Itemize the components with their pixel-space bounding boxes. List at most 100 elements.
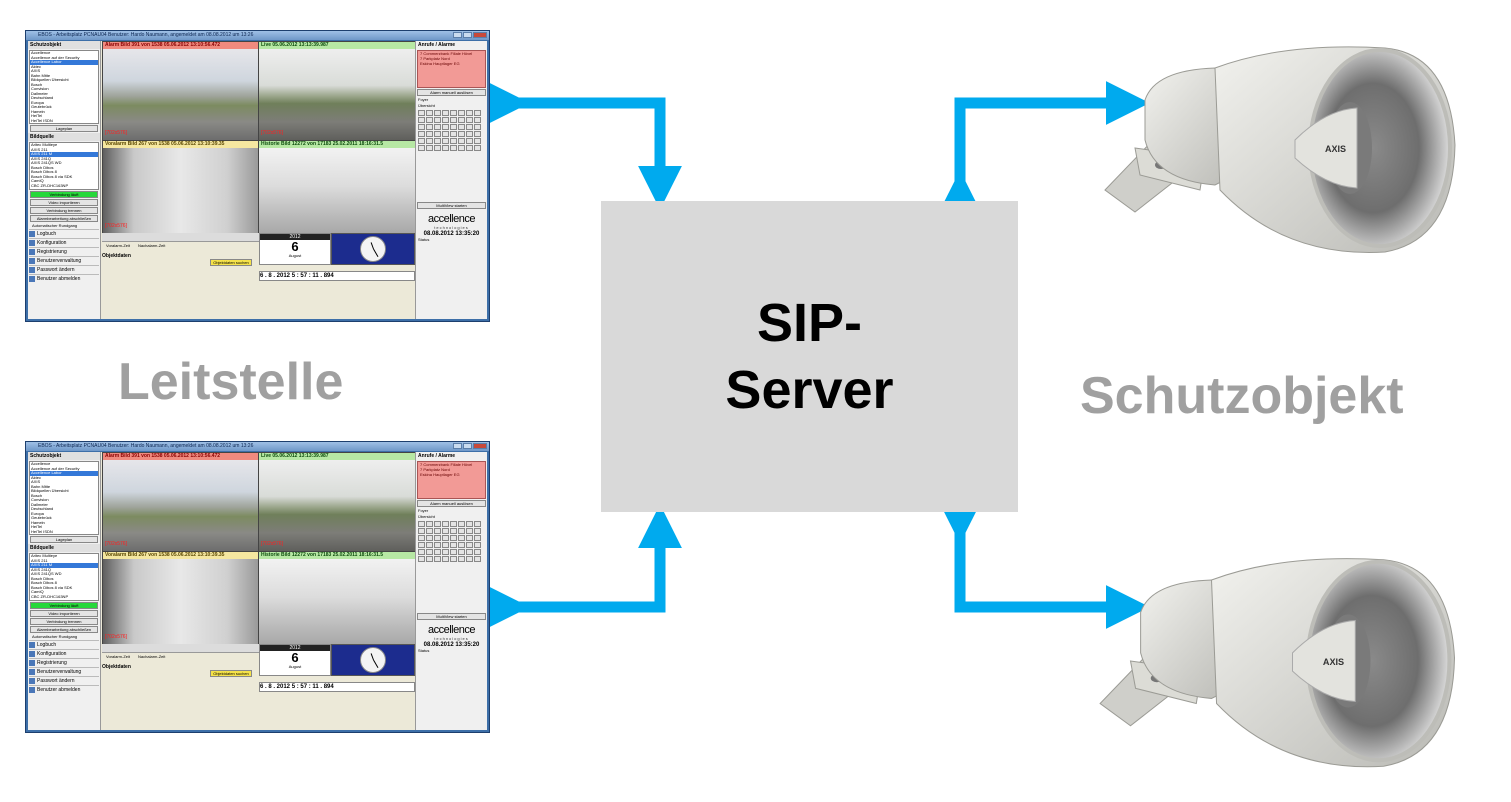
finish-alarm-button[interactable]: Alarmbearbeitung abschließen — [30, 215, 98, 222]
list-item[interactable]: AXIS 211 — [31, 557, 48, 563]
list-item[interactable]: Deutschland — [31, 95, 54, 100]
list-item[interactable]: Accellence auf der Security — [31, 465, 80, 471]
list-item[interactable]: Accellence — [31, 50, 51, 55]
list-item[interactable]: AXIS 211 M — [30, 151, 98, 157]
list-item[interactable]: CBC ZR-DHC163NP — [31, 593, 69, 599]
list-item[interactable]: Europa — [31, 510, 44, 516]
video-prealarm[interactable]: Voralarm Bild 267 von 1538 05.06.2012 13… — [102, 140, 259, 234]
object-list[interactable]: Accellence Accellence auf der Security A… — [29, 461, 99, 535]
video-prealarm[interactable]: Voralarm Bild 267 von 1538 05.06.2012 13… — [102, 551, 259, 645]
import-video-button[interactable]: Video importieren — [30, 610, 98, 617]
list-item[interactable]: Accellence — [31, 461, 51, 466]
close-icon[interactable] — [473, 32, 487, 38]
nav-konfiguration[interactable]: Konfiguration — [29, 238, 99, 247]
minimize-icon[interactable] — [453, 443, 462, 449]
list-item[interactable]: AXIS — [31, 68, 41, 73]
source-list[interactable]: Aritec Multieye AXIS 211 AXIS 211 M AXIS… — [29, 142, 99, 190]
list-item[interactable]: 7 Parkplatz Nord — [420, 56, 450, 61]
list-item[interactable]: CamIQ — [31, 178, 44, 183]
list-item[interactable]: Deutschland — [31, 506, 54, 511]
list-item[interactable]: AXIS 241Q — [31, 155, 52, 161]
list-item[interactable]: 7 Commerzbank Filiale Hövel — [420, 51, 473, 56]
list-item[interactable]: Eskina Hauptlager EG — [420, 472, 460, 477]
list-item[interactable]: AXIS 211 M — [30, 562, 98, 568]
list-item[interactable]: Aritec Multieye — [31, 142, 58, 147]
list-item[interactable]: CamIQ — [31, 589, 44, 594]
player-controls[interactable] — [102, 233, 414, 242]
disconnect-button[interactable]: Verbindung trennen — [30, 207, 98, 214]
multiview-button[interactable]: MultiView starten — [417, 202, 486, 209]
list-item[interactable]: Dallmeier — [31, 501, 48, 507]
list-item[interactable]: AXIS 241Q — [31, 566, 52, 572]
minimize-icon[interactable] — [453, 32, 462, 38]
list-item[interactable]: Bahn Mitte — [31, 483, 51, 489]
list-item[interactable]: Dallmeier — [31, 90, 48, 96]
list-item[interactable]: Bosch — [31, 81, 43, 87]
video-history[interactable]: Historie Bild 12272 von 17183 25.02.2011… — [258, 551, 416, 645]
nav-konfiguration[interactable]: Konfiguration — [29, 649, 99, 658]
location-select[interactable]: Foyer — [418, 97, 429, 102]
list-item[interactable]: Geutebrück — [31, 104, 52, 109]
ptz-keypad[interactable] — [418, 521, 485, 562]
list-item[interactable]: Bosch Dibos 8 — [31, 580, 57, 585]
manual-alarm-button[interactable]: Alarm manuell auslösen — [417, 500, 486, 507]
list-item[interactable]: Bosch Dibos 8 via SDK — [31, 584, 73, 590]
list-item[interactable]: HeiTel — [31, 524, 43, 529]
date-field[interactable]: 6 . 8 . 2012 5 : 57 : 11 . 894 — [259, 682, 415, 692]
location-select[interactable]: Foyer — [418, 508, 429, 513]
auto-tour-checkbox[interactable]: Automatischer Rundgang — [32, 223, 78, 228]
list-item[interactable]: Hameln — [31, 519, 45, 525]
list-item[interactable]: Aktec — [31, 474, 42, 480]
list-item[interactable]: AXIS 211 — [31, 146, 48, 152]
nav-abmelden[interactable]: Benutzer abmelden — [29, 274, 99, 283]
list-item[interactable]: Bosch — [31, 492, 43, 498]
list-item[interactable]: AXIS 241QS WD — [31, 571, 62, 576]
object-search-button[interactable]: Objektdaten suchen — [210, 670, 252, 677]
nav-passwort[interactable]: Passwort ändern — [29, 265, 99, 274]
list-item[interactable]: Geutebrück — [31, 515, 52, 520]
list-item[interactable]: Aktec — [31, 63, 42, 69]
finish-alarm-button[interactable]: Alarmbearbeitung abschließen — [30, 626, 98, 633]
list-item[interactable]: Convision — [31, 86, 49, 91]
list-item[interactable]: Aritec Multieye — [31, 553, 58, 558]
list-item[interactable]: HeiTel — [31, 113, 43, 118]
list-item[interactable]: Europa — [31, 99, 44, 105]
multiview-button[interactable]: MultiView starten — [417, 613, 486, 620]
overview-select[interactable]: Übersicht — [418, 514, 435, 519]
disconnect-button[interactable]: Verbindung trennen — [30, 618, 98, 625]
manual-alarm-button[interactable]: Alarm manuell auslösen — [417, 89, 486, 96]
source-list[interactable]: Aritec Multieye AXIS 211 AXIS 211 M AXIS… — [29, 553, 99, 601]
import-video-button[interactable]: Video importieren — [30, 199, 98, 206]
nav-benutzerverwaltung[interactable]: Benutzerverwaltung — [29, 667, 99, 676]
alarm-list[interactable]: 7 Commerzbank Filiale Hövel 7 Parkplatz … — [417, 461, 486, 499]
auto-tour-checkbox[interactable]: Automatischer Rundgang — [32, 634, 78, 639]
list-item[interactable]: CBC ZR-DHC163NP — [31, 182, 69, 188]
lageplan-button[interactable]: Lageplan — [30, 536, 98, 543]
list-item[interactable]: Bosch Dibos — [31, 575, 54, 581]
list-item[interactable]: Convision — [31, 497, 49, 502]
video-history[interactable]: Historie Bild 12272 von 17183 25.02.2011… — [258, 140, 416, 234]
nav-benutzerverwaltung[interactable]: Benutzerverwaltung — [29, 256, 99, 265]
list-item[interactable]: Accellence auf der Security — [31, 54, 80, 60]
list-item[interactable]: 7 Commerzbank Filiale Hövel — [420, 462, 473, 467]
nav-passwort[interactable]: Passwort ändern — [29, 676, 99, 685]
connected-button[interactable]: Verbindung läuft — [30, 191, 98, 198]
overview-select[interactable]: Übersicht — [418, 103, 435, 108]
list-item[interactable]: 7 Parkplatz Nord — [420, 467, 450, 472]
list-item[interactable]: Bosch Dibos 8 — [31, 169, 57, 174]
nav-abmelden[interactable]: Benutzer abmelden — [29, 685, 99, 694]
list-item[interactable]: Hameln — [31, 108, 45, 114]
ptz-keypad[interactable] — [418, 110, 485, 151]
nav-logbuch[interactable]: Logbuch — [29, 640, 99, 649]
video-alarm[interactable]: Alarm Bild 391 von 1538 05.06.2012 13:10… — [102, 452, 259, 552]
list-item[interactable]: Eskina Hauptlager EG — [420, 61, 460, 66]
list-item[interactable]: Bosch Dibos 8 via SDK — [31, 173, 73, 179]
video-alarm[interactable]: Alarm Bild 391 von 1538 05.06.2012 13:10… — [102, 41, 259, 141]
list-item[interactable]: HeiTel ISDN — [31, 117, 53, 123]
list-item[interactable]: Accellence Labor — [30, 59, 98, 65]
list-item[interactable]: Bildquellen Übersicht — [31, 488, 69, 493]
player-controls[interactable] — [102, 644, 414, 653]
list-item[interactable]: Accellence Labor — [30, 470, 98, 476]
nav-registrierung[interactable]: Registrierung — [29, 658, 99, 667]
list-item[interactable]: AXIS — [31, 479, 41, 484]
